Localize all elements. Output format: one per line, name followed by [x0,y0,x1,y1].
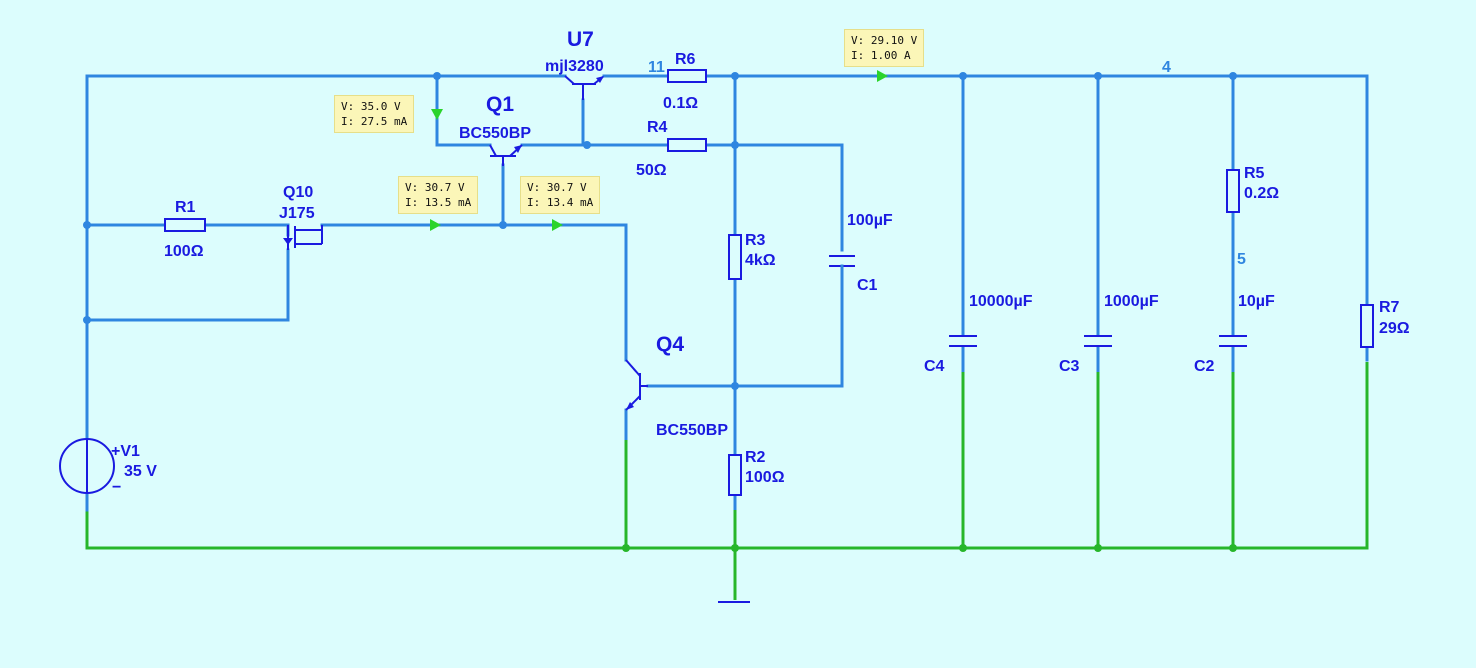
c2-ref: C2 [1194,358,1215,375]
probe-mid-2-voltage: V: 30.7 V [527,181,587,194]
probe-mid-1[interactable]: V: 30.7 V I: 13.5 mA [398,176,479,214]
r4-ref: R4 [647,119,668,136]
ground-wires [85,362,1369,600]
c4-ref: C4 [924,358,945,375]
resistor-r7[interactable]: R7 29Ω [1360,299,1410,348]
resistor-r3[interactable]: R3 4kΩ [728,232,776,280]
probe-output-current: I: 1.00 A [851,49,911,62]
r6-value: 0.1Ω [663,95,698,112]
u7-part: mjl3280 [545,58,604,75]
r2-value: 100Ω [745,469,785,486]
q4-part: BC550BP [656,422,728,439]
current-arrows [430,70,888,231]
c1-value: 100µF [847,212,893,229]
q10-part: J175 [279,205,315,222]
q1-ref: Q1 [486,93,514,116]
probe-output[interactable]: V: 29.10 V I: 1.00 A [844,29,925,67]
capacitor-c3[interactable]: 1000µF C3 [1059,293,1159,375]
r3-value: 4kΩ [745,252,776,269]
resistor-r5[interactable]: R5 0.2Ω [1226,165,1279,213]
r5-ref: R5 [1244,165,1265,182]
transistor-q10[interactable]: Q10 J175 [279,184,323,250]
capacitor-c4[interactable]: 10000µF C4 [924,293,1033,375]
transistor-q4[interactable]: Q4 BC550BP [625,333,728,439]
transistor-q1[interactable]: Q1 BC550BP [459,93,531,166]
probe-mid-1-current: I: 13.5 mA [405,196,472,209]
r1-ref: R1 [175,199,196,216]
probe-mid-1-voltage: V: 30.7 V [405,181,465,194]
r4-value: 50Ω [636,162,667,179]
r7-ref: R7 [1379,299,1400,316]
capacitor-c2[interactable]: 10µF C2 [1194,293,1275,375]
probe-top[interactable]: V: 35.0 V I: 27.5 mA [334,95,415,133]
probe-top-current: I: 27.5 mA [341,115,408,128]
r1-value: 100Ω [164,243,204,260]
r2-ref: R2 [745,449,766,466]
capacitor-c1[interactable]: 100µF C1 [829,212,893,294]
c1-ref: C1 [857,277,878,294]
net-label-5: 5 [1237,251,1246,268]
resistor-r4[interactable]: R4 50Ω [636,119,707,179]
transistor-u7[interactable]: U7 mjl3280 [538,28,614,100]
probe-output-voltage: V: 29.10 V [851,34,918,47]
v1-minus: − [112,479,121,496]
probe-mid-2-current: I: 13.4 mA [527,196,594,209]
c3-value: 1000µF [1104,293,1159,310]
v1-ref: +V1 [111,443,140,460]
c2-value: 10µF [1238,293,1275,310]
q10-ref: Q10 [283,184,313,201]
u7-ref: U7 [567,28,594,51]
net-label-11: 11 [648,59,665,76]
resistor-r1[interactable]: R1 100Ω [164,199,206,260]
net-label-4: 4 [1162,59,1171,76]
resistor-r2[interactable]: R2 100Ω [728,449,785,496]
wires [85,74,1369,512]
q1-part: BC550BP [459,125,531,142]
c4-value: 10000µF [969,293,1033,310]
voltage-source-v1[interactable]: +V1 35 V − [59,438,157,512]
r6-ref: R6 [675,51,696,68]
r3-ref: R3 [745,232,766,249]
junction-nodes [83,72,1237,552]
probe-mid-2[interactable]: V: 30.7 V I: 13.4 mA [520,176,601,214]
r5-value: 0.2Ω [1244,185,1279,202]
resistor-r6[interactable]: R6 0.1Ω [663,51,707,112]
r7-value: 29Ω [1379,320,1410,337]
v1-value: 35 V [124,463,157,480]
c3-ref: C3 [1059,358,1080,375]
probe-top-voltage: V: 35.0 V [341,100,401,113]
q4-ref: Q4 [656,333,684,356]
